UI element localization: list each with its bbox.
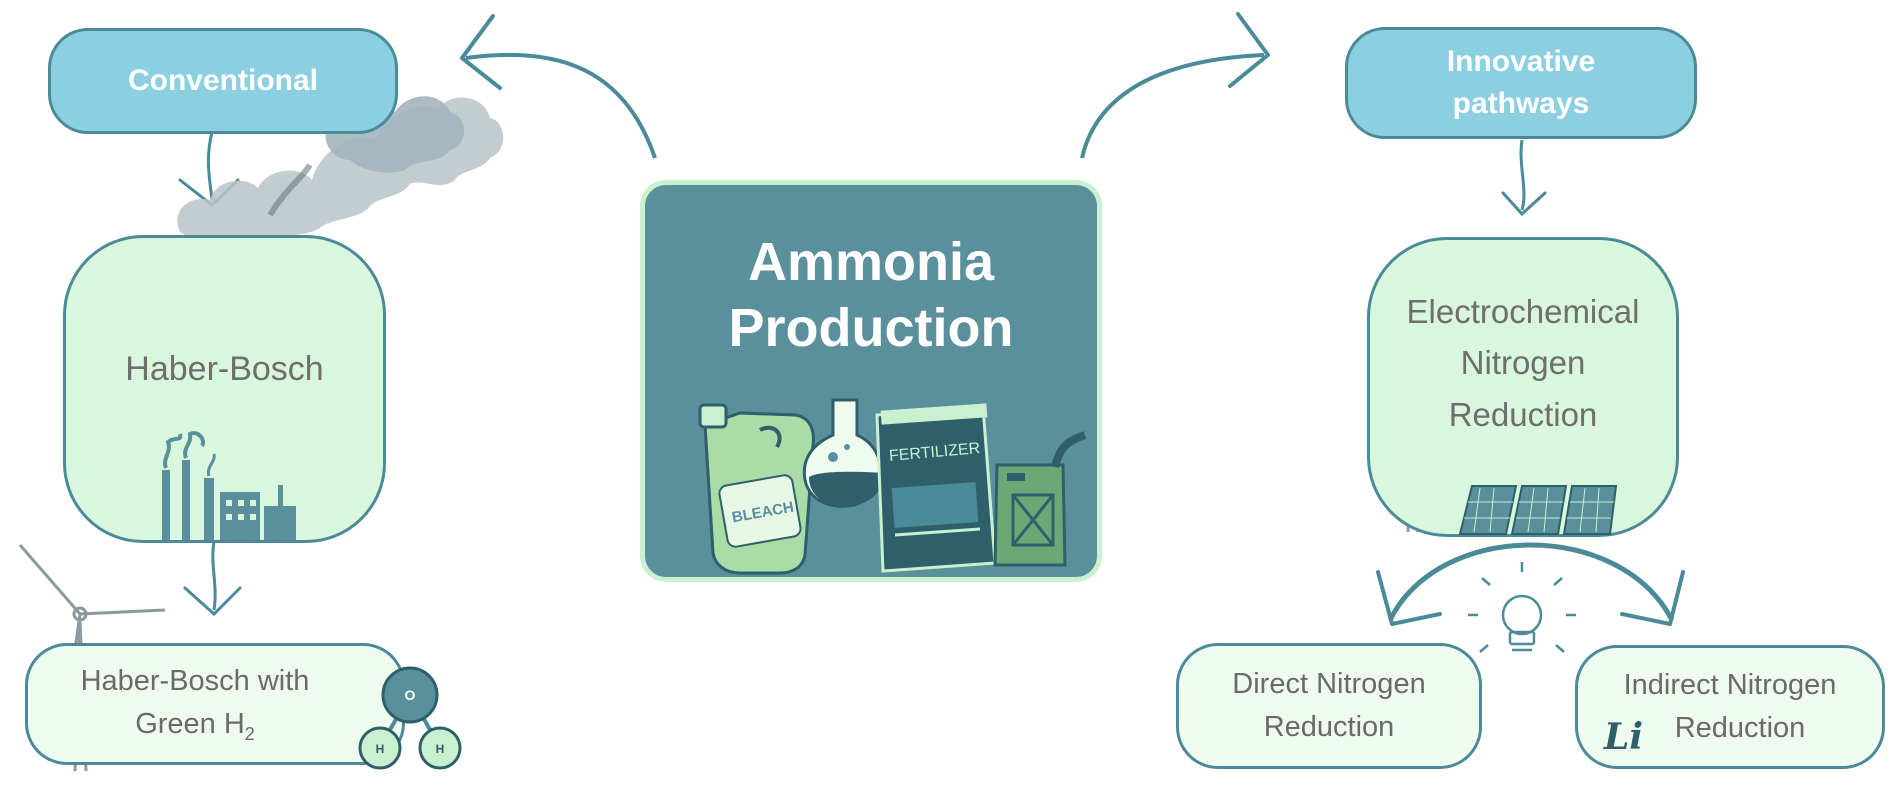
- solar-panels-illustration: [1458, 485, 1618, 535]
- innovative-header-line2: pathways: [1452, 87, 1590, 120]
- conventional-header-label: Conventional: [127, 64, 318, 97]
- innovative-header: Innovative pathways: [1345, 27, 1697, 139]
- haber-bosch-green-h2-label: Haber-Bosch with Green H2: [81, 660, 310, 748]
- indirect-line2: Reduction: [1674, 712, 1806, 744]
- enr-line1: Electrochemical: [1406, 293, 1640, 331]
- indirect-nitrogen-reduction-label: Indirect Nitrogen Reduction: [1624, 664, 1837, 751]
- flask-icon: [802, 398, 885, 508]
- conventional-header: Conventional: [48, 28, 398, 134]
- arrow-center-to-innovative: [1080, 53, 1265, 159]
- fertilizer-bag-icon: FERTILIZER: [875, 403, 997, 573]
- arrow-center-to-conventional: [465, 52, 657, 159]
- h2-subscript: 2: [244, 724, 255, 745]
- water-molecule-icon: O H H: [358, 666, 462, 770]
- direct-line2: Reduction: [1263, 711, 1395, 743]
- ammonia-production-title: Ammonia Production: [645, 229, 1097, 361]
- fuel-can-icon: [993, 431, 1087, 567]
- indirect-nitrogen-reduction-node: Li Indirect Nitrogen Reduction: [1575, 645, 1885, 769]
- title-line1: Ammonia: [747, 232, 995, 292]
- innovative-header-line1: Innovative: [1446, 45, 1596, 78]
- hydrogen-left-label: H: [376, 742, 385, 756]
- haber-bosch-node: Haber-Bosch: [63, 235, 386, 543]
- haber-bosch-green-h2-line1: Haber-Bosch with: [80, 664, 310, 697]
- direct-nitrogen-reduction-node: Direct Nitrogen Reduction: [1176, 643, 1482, 769]
- direct-line1: Direct Nitrogen: [1232, 667, 1426, 700]
- direct-nitrogen-reduction-label: Direct Nitrogen Reduction: [1232, 663, 1425, 750]
- bleach-jug-icon: BLEACH: [698, 403, 815, 575]
- arrowhead-innovative: [1228, 12, 1270, 88]
- haber-bosch-green-h2-node: Haber-Bosch with Green H2: [25, 643, 405, 765]
- lithium-symbol: Li: [1604, 716, 1643, 758]
- haber-bosch-label: Haber-Bosch: [125, 349, 324, 388]
- ammonia-products-illustration: BLEACH FERTILIZER: [698, 398, 1087, 575]
- title-line2: Production: [728, 298, 1014, 358]
- ammonia-production-card: Ammonia Production BLEACH: [640, 180, 1102, 582]
- indirect-line1: Indirect Nitrogen: [1623, 668, 1837, 701]
- factory-illustration: [162, 431, 296, 540]
- arrow-innovative-to-enr: [1519, 139, 1526, 211]
- innovative-header-label: Innovative pathways: [1447, 41, 1595, 125]
- hydrogen-right-label: H: [436, 742, 445, 756]
- haber-bosch-green-h2-line2: Green H2: [81, 703, 310, 748]
- arrow-conventional-to-haber: [206, 131, 214, 201]
- lightbulb-icon: [1468, 562, 1576, 653]
- enr-label: Electrochemical Nitrogen Reduction: [1407, 286, 1640, 439]
- arrow-haber-to-green: [211, 541, 217, 611]
- arrow-enr-split: [1387, 542, 1675, 622]
- enr-node: Electrochemical Nitrogen Reduction: [1367, 237, 1679, 537]
- green-h-text: Green H: [135, 708, 245, 741]
- oxygen-label: O: [405, 687, 416, 703]
- enr-line2: Nitrogen: [1460, 344, 1586, 382]
- arrowhead-conventional: [460, 14, 502, 90]
- enr-line3: Reduction: [1448, 395, 1598, 433]
